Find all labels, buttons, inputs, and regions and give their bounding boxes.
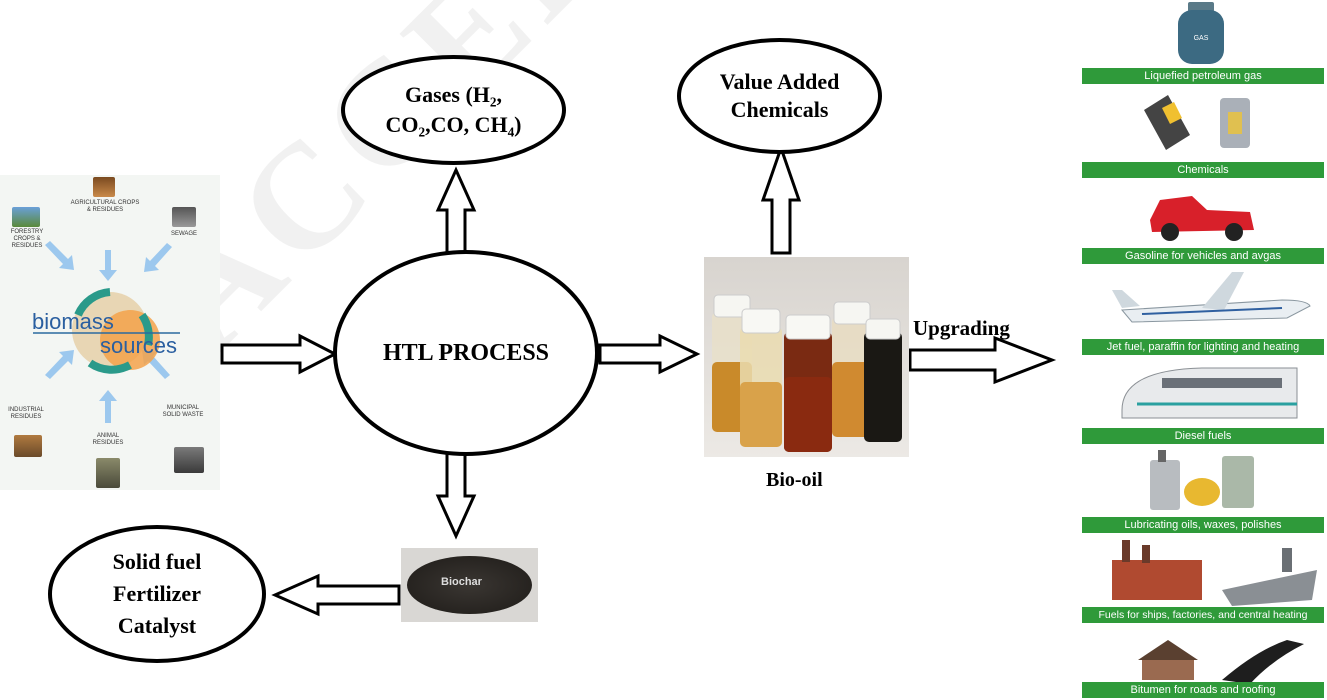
arrow-biooil-to-chemicals (760, 143, 802, 255)
biomass-sources-image: AGRICULTURAL CROPS & RESIDUES FORESTRY C… (0, 175, 220, 490)
agricultural-label: AGRICULTURAL CROPS & RESIDUES (70, 200, 140, 213)
train-icon (1121, 367, 1298, 419)
solid-products-node: Solid fuel Fertilizer Catalyst (48, 525, 266, 663)
sources-title: sources (100, 333, 178, 358)
product-illustrations: GAS (1112, 2, 1317, 684)
factory-ship-icon (1112, 540, 1317, 606)
house-road-icon (1138, 640, 1304, 684)
car-icon (1150, 196, 1254, 241)
forestry-label: FORESTRY CROPS & RESIDUES (10, 229, 44, 249)
arrow-htl-to-gases (435, 166, 477, 255)
animal-thumbnail (96, 458, 120, 488)
forestry-thumbnail (12, 207, 40, 227)
products-panel: GAS (1082, 0, 1327, 700)
lubricants-icon (1150, 450, 1254, 510)
upgrading-label: Upgrading (913, 316, 1010, 340)
biochar-image: Biochar (401, 548, 538, 622)
bio-oil-vials (712, 294, 902, 452)
municipal-thumbnail (174, 447, 204, 473)
product-label-gasoline: Gasoline for vehicles and avgas (1082, 248, 1324, 264)
solid-fuel-label: Solid fuel (112, 549, 202, 574)
biochar-label: Biochar (441, 576, 482, 588)
sewage-label: SEWAGE (170, 231, 198, 237)
arrow-htl-to-biooil (598, 333, 701, 375)
product-label-lpg: Liquefied petroleum gas (1082, 68, 1324, 84)
product-label-bitumen: Bitumen for roads and roofing (1082, 682, 1324, 698)
biomass-arrows (33, 241, 180, 423)
arrow-biomass-to-htl (220, 333, 339, 375)
industrial-thumbnail (14, 435, 42, 457)
product-label-lubricants: Lubricating oils, waxes, polishes (1082, 517, 1324, 533)
gas-can-text: GAS (1194, 35, 1209, 42)
htl-process-node: HTL PROCESS (333, 250, 599, 456)
airplane-icon (1112, 272, 1311, 323)
catalyst-label: Catalyst (117, 613, 197, 638)
agricultural-thumbnail (93, 177, 115, 197)
arrow-upgrading (908, 335, 1057, 385)
bio-oil-image (704, 257, 909, 457)
fertilizer-label: Fertilizer (113, 581, 201, 606)
product-label-jet-fuel: Jet fuel, paraffin for lighting and heat… (1082, 339, 1324, 355)
gases-line2: CO₂,CO, CH₄) (385, 112, 522, 137)
biomass-title: biomass (32, 309, 114, 334)
bio-oil-label: Bio-oil (766, 469, 823, 491)
value-added-line1: Value Added (719, 69, 840, 94)
gases-line1: Gases (H₂, (404, 82, 503, 107)
value-added-chemicals-node: Value Added Chemicals (677, 38, 882, 154)
municipal-label: MUNICIPAL SOLID WASTE (162, 405, 204, 418)
product-label-fuels-ships: Fuels for ships, factories, and central … (1082, 607, 1324, 623)
arrow-biochar-to-solid (271, 573, 401, 617)
animal-label: ANIMAL RESIDUES (92, 433, 124, 446)
chemicals-icon (1144, 95, 1250, 150)
gas-cylinder-icon (1178, 2, 1224, 64)
arrow-htl-to-biochar (435, 450, 477, 540)
gases-node: Gases (H₂, CO₂,CO, CH₄) (341, 55, 566, 165)
value-added-line2: Chemicals (730, 97, 829, 122)
product-label-diesel: Diesel fuels (1082, 428, 1324, 444)
industrial-label: INDUSTRIAL RESIDUES (8, 407, 44, 420)
sewage-thumbnail (172, 207, 196, 227)
product-label-chemicals: Chemicals (1082, 162, 1324, 178)
htl-process-label: HTL PROCESS (382, 339, 550, 366)
